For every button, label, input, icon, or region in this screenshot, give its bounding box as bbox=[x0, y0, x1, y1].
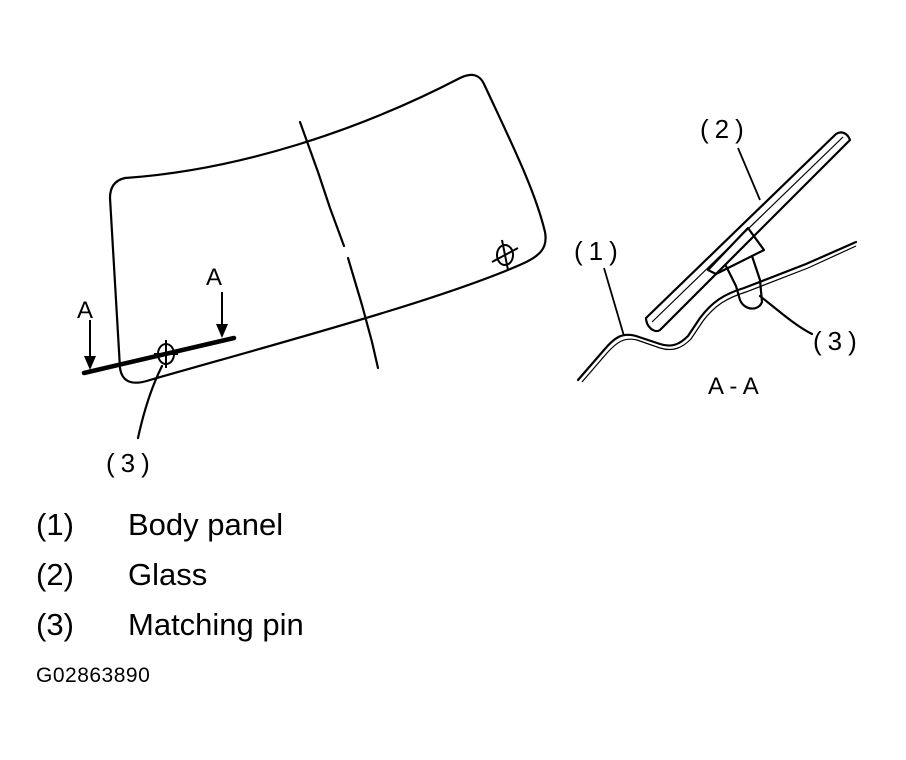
center-reference-line bbox=[298, 120, 346, 248]
legend-number: (1) bbox=[36, 507, 74, 542]
legend-number: (2) bbox=[36, 557, 74, 592]
legend-label: Glass bbox=[128, 557, 208, 592]
legend: (1) Body panel (2) Glass (3) Matching pi… bbox=[36, 500, 304, 650]
glass-leader-line bbox=[737, 147, 761, 201]
section-arrowhead-left bbox=[84, 356, 96, 370]
section-body-panel-inner bbox=[581, 245, 857, 383]
legend-item: (1) Body panel bbox=[36, 500, 304, 550]
windshield-outline bbox=[108, 73, 547, 384]
callout-glass: (2) bbox=[700, 114, 750, 144]
section-view-title: A - A bbox=[708, 373, 759, 400]
matching-pin-symbol-upper bbox=[491, 239, 519, 271]
pin-leader-line bbox=[136, 364, 164, 440]
legend-label: Body panel bbox=[128, 507, 284, 542]
center-reference-line-lower bbox=[346, 256, 380, 370]
legend-number: (3) bbox=[36, 607, 74, 642]
section-matching-pin bbox=[724, 254, 764, 310]
legend-item: (3) Matching pin bbox=[36, 600, 304, 650]
section-arrowhead-right bbox=[216, 324, 228, 338]
figure-id: G02863890 bbox=[36, 664, 151, 687]
section-glass bbox=[644, 131, 852, 333]
section-pin-leader-line bbox=[758, 294, 814, 336]
callout-main-pin: (3) bbox=[106, 448, 156, 478]
body-panel-leader-line bbox=[603, 267, 625, 337]
section-mark-left: A bbox=[77, 297, 93, 324]
callout-section-pin: (3) bbox=[813, 326, 863, 356]
legend-item: (2) Glass bbox=[36, 550, 304, 600]
section-body-panel bbox=[576, 240, 858, 382]
matching-pin-symbol-lower bbox=[154, 340, 178, 368]
section-pin-holder bbox=[706, 226, 766, 276]
legend-label: Matching pin bbox=[128, 607, 304, 642]
section-mark-right: A bbox=[206, 264, 222, 291]
callout-body-panel: (1) bbox=[574, 236, 624, 266]
